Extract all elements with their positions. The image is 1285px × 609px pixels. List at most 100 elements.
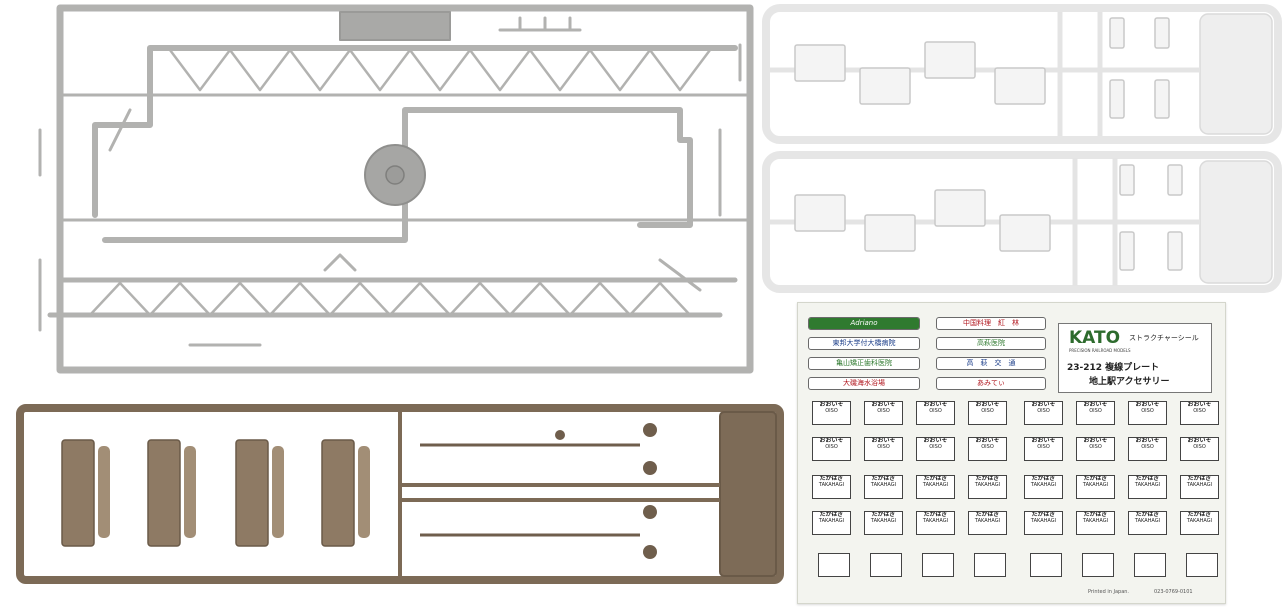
station-name-kana: たかはぎ xyxy=(1031,511,1056,518)
gray-sprue xyxy=(38,4,754,374)
station-name-kana: たかはぎ xyxy=(923,511,948,518)
station-name-kana: たかはぎ xyxy=(1031,475,1056,482)
station-name-roman: TAKAHAGI xyxy=(974,518,1001,524)
decal-plate: 大磯海水浴場 xyxy=(808,377,920,390)
station-name-kana: おおいそ xyxy=(819,437,844,444)
station-name-kana: おおいそ xyxy=(819,401,844,408)
station-name-kana: おおいそ xyxy=(1135,437,1160,444)
station-name-roman: OISO xyxy=(825,408,838,414)
station-name-kana: たかはぎ xyxy=(975,511,1000,518)
station-name-kana: おおいそ xyxy=(923,401,948,408)
station-name-roman: TAKAHAGI xyxy=(818,518,845,524)
decal-plate: 中国料理 紅 林 xyxy=(936,317,1046,330)
product-name: 地上駅アクセサリー xyxy=(1089,377,1170,387)
station-name-kana: おおいそ xyxy=(1031,437,1056,444)
station-name-kana: たかはぎ xyxy=(871,475,896,482)
station-name-roman: TAKAHAGI xyxy=(922,482,949,488)
station-name-roman: TAKAHAGI xyxy=(1082,482,1109,488)
station-name-roman: TAKAHAGI xyxy=(922,518,949,524)
station-name-kana: たかはぎ xyxy=(1187,475,1212,482)
brand-subtitle: PRECISION RAILROAD MODELS xyxy=(1069,348,1131,353)
station-name-roman: TAKAHAGI xyxy=(1186,518,1213,524)
station-name-kana: たかはぎ xyxy=(923,475,948,482)
blank-sign xyxy=(818,553,850,577)
station-name-kana: たかはぎ xyxy=(975,475,1000,482)
station-name-roman: TAKAHAGI xyxy=(1082,518,1109,524)
station-name-roman: OISO xyxy=(877,408,890,414)
white-sprue-bottom xyxy=(762,151,1282,293)
station-name-kana: おおいそ xyxy=(1031,401,1056,408)
decal-plate: あみてぃ xyxy=(936,377,1046,390)
white-sprue-top xyxy=(762,4,1282,144)
plate-text: Adriano xyxy=(809,318,919,329)
blank-sign xyxy=(1134,553,1166,577)
station-name-roman: OISO xyxy=(1089,444,1102,450)
station-name-kana: おおいそ xyxy=(1187,401,1212,408)
plate-text: 東邦大学付大橋病院 xyxy=(832,339,896,347)
station-name-roman: OISO xyxy=(1193,444,1206,450)
station-name-kana: たかはぎ xyxy=(1135,475,1160,482)
station-name-kana: たかはぎ xyxy=(1083,511,1108,518)
station-name-roman: OISO xyxy=(1037,444,1050,450)
plate-text: あみてぃ xyxy=(977,379,1005,387)
brand-logo: KATO xyxy=(1069,328,1121,348)
blank-sign xyxy=(974,553,1006,577)
station-name-roman: OISO xyxy=(981,408,994,414)
product-label: KATO PRECISION RAILROAD MODELS ストラクチャーシー… xyxy=(1058,323,1212,393)
footer-print-note: Printed in Japan. xyxy=(1088,589,1130,595)
station-name-roman: TAKAHAGI xyxy=(1186,482,1213,488)
blank-sign xyxy=(1082,553,1114,577)
station-name-roman: TAKAHAGI xyxy=(818,482,845,488)
brown-sprue xyxy=(16,404,784,584)
station-name-roman: TAKAHAGI xyxy=(1134,518,1161,524)
decal-plate: 亀山矯正歯科医院 xyxy=(808,357,920,370)
station-name-kana: たかはぎ xyxy=(1083,475,1108,482)
station-name-kana: おおいそ xyxy=(923,437,948,444)
station-name-roman: TAKAHAGI xyxy=(870,482,897,488)
station-name-roman: OISO xyxy=(1141,408,1154,414)
decal-plate: 高 萩 交 通 xyxy=(936,357,1046,370)
station-name-kana: たかはぎ xyxy=(819,475,844,482)
plate-text: 高萩医院 xyxy=(977,339,1005,347)
station-name-roman: OISO xyxy=(1141,444,1154,450)
blank-sign xyxy=(1030,553,1062,577)
station-name-roman: TAKAHAGI xyxy=(1030,518,1057,524)
plate-text: 大磯海水浴場 xyxy=(843,379,885,387)
station-name-roman: OISO xyxy=(929,444,942,450)
station-name-kana: おおいそ xyxy=(1187,437,1212,444)
station-name-kana: おおいそ xyxy=(1083,437,1108,444)
station-name-kana: おおいそ xyxy=(871,401,896,408)
station-name-kana: たかはぎ xyxy=(1135,511,1160,518)
decal-plate: Adriano xyxy=(808,317,920,330)
station-name-kana: おおいそ xyxy=(1083,401,1108,408)
station-name-roman: OISO xyxy=(981,444,994,450)
blank-sign xyxy=(870,553,902,577)
station-name-roman: OISO xyxy=(929,408,942,414)
station-name-roman: OISO xyxy=(1089,408,1102,414)
station-name-roman: OISO xyxy=(825,444,838,450)
